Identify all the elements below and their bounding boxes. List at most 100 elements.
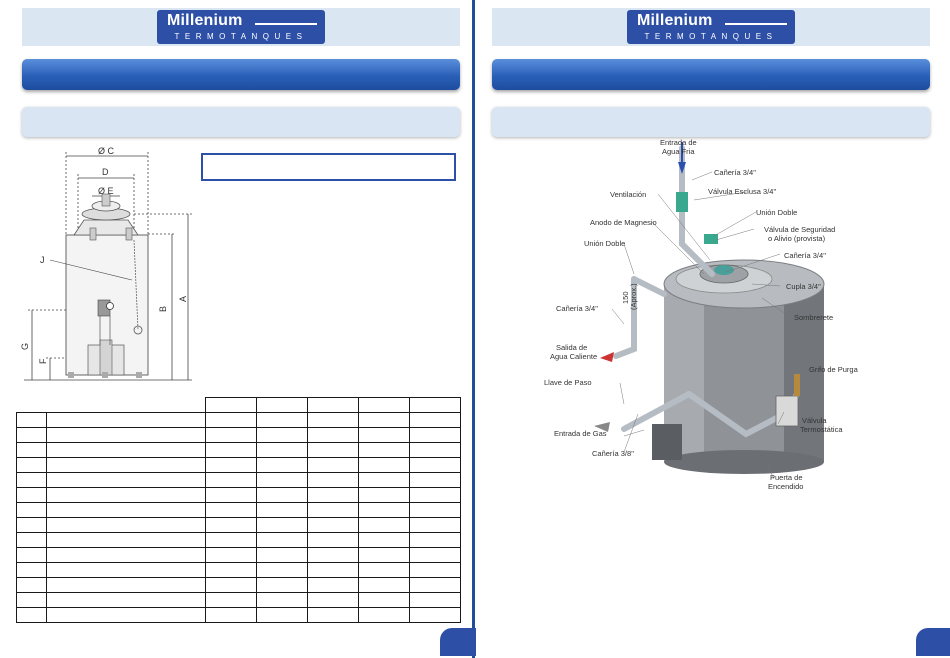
table-cell	[256, 442, 308, 458]
brand-logo: Millenium TERMOTANQUES	[627, 10, 795, 44]
table-cell	[205, 517, 257, 533]
table-cell	[256, 517, 308, 533]
table-cell	[16, 607, 47, 623]
table-cell	[409, 577, 461, 593]
table-blank-cell	[47, 398, 206, 413]
table-cell	[46, 442, 206, 458]
gate-valve	[676, 192, 688, 212]
table-cell	[409, 487, 461, 503]
hot-outlet-marker	[600, 352, 614, 362]
table-cell	[307, 472, 359, 488]
table-cell	[205, 472, 257, 488]
table-cell	[307, 577, 359, 593]
table-cell	[256, 547, 308, 563]
table-cell	[205, 547, 257, 563]
table-cell	[307, 607, 359, 623]
table-cell	[307, 487, 359, 503]
table-row	[16, 442, 461, 458]
table-cell	[16, 502, 47, 518]
label-thermo-valve-1: Válvula	[802, 416, 827, 425]
table-cell	[256, 592, 308, 608]
table-cell	[205, 442, 257, 458]
table-cell	[307, 532, 359, 548]
cold-water-pipe	[679, 145, 715, 277]
label-dim-aprox: (Aprox.)	[629, 283, 638, 310]
label-a: A	[178, 296, 188, 302]
table-cell	[16, 577, 47, 593]
label-drain-valve: Grifo de Purga	[809, 365, 859, 374]
table-cell	[46, 427, 206, 443]
table-cell	[358, 592, 410, 608]
table-cell	[409, 562, 461, 578]
table-cell	[307, 502, 359, 518]
table-cell	[205, 562, 257, 578]
table-header-cell	[358, 397, 410, 413]
table-cell	[205, 487, 257, 503]
label-e: Ø E	[98, 186, 114, 196]
label-b: B	[158, 306, 168, 312]
label-union-right: Unión Doble	[756, 208, 797, 217]
table-cell	[256, 427, 308, 443]
table-row	[16, 607, 461, 623]
label-ventilation: Ventilación	[610, 190, 646, 199]
hot-water-pipe	[613, 276, 637, 359]
table-cell	[46, 487, 206, 503]
label-coupling: Cupla 3/4"	[786, 282, 821, 291]
table-cell	[307, 427, 359, 443]
table-row	[16, 532, 461, 548]
table-cell	[46, 607, 206, 623]
header-band: Millenium TERMOTANQUES	[22, 8, 460, 46]
table-cell	[358, 547, 410, 563]
table-cell	[409, 592, 461, 608]
table-cell	[16, 457, 47, 473]
table-cell	[307, 592, 359, 608]
table-blank-cell	[17, 398, 47, 413]
table-cell	[16, 487, 47, 503]
section-subtitle-bar	[492, 107, 930, 137]
brand-name: Millenium	[637, 12, 713, 29]
table-cell	[358, 457, 410, 473]
section-subtitle-bar	[22, 107, 460, 137]
page-number-tab	[916, 628, 950, 656]
table-cell	[46, 502, 206, 518]
table-cell	[16, 472, 47, 488]
page-spine	[472, 0, 475, 658]
label-hot-outlet-2: Agua Caliente	[550, 352, 597, 361]
table-cell	[256, 502, 308, 518]
table-cell	[16, 442, 47, 458]
table-cell	[358, 427, 410, 443]
table-cell	[256, 607, 308, 623]
dimension-diagram: Ø C D Ø E J B A G F	[20, 146, 192, 381]
table-cell	[358, 562, 410, 578]
logo-line	[255, 23, 317, 25]
label-thermo-valve-2: Termostática	[800, 425, 843, 434]
table-cell	[307, 562, 359, 578]
table-row	[16, 487, 461, 503]
label-shutoff-valve: Llave de Paso	[544, 378, 592, 387]
heater-drawing	[49, 193, 149, 378]
table-cell	[46, 592, 206, 608]
table-cell	[46, 457, 206, 473]
table-cell	[205, 592, 257, 608]
table-cell	[409, 607, 461, 623]
table-cell	[409, 532, 461, 548]
table-cell	[409, 547, 461, 563]
table-row	[16, 577, 461, 593]
table-cell	[256, 487, 308, 503]
brand-logo: Millenium TERMOTANQUES	[157, 10, 325, 44]
table-row	[16, 517, 461, 533]
left-page: Millenium TERMOTANQUES	[0, 0, 476, 658]
table-cell	[205, 532, 257, 548]
table-cell	[205, 427, 257, 443]
table-row	[16, 427, 461, 443]
label-d: D	[102, 167, 109, 177]
table-cell	[16, 412, 47, 428]
label-union-left: Unión Doble	[584, 239, 625, 248]
brand-subtitle: TERMOTANQUES	[174, 32, 308, 41]
label-gas-inlet: Entrada de Gas	[554, 429, 607, 438]
table-row	[16, 472, 461, 488]
label-ignition-door-1: Puerta de	[770, 473, 803, 482]
table-cell	[256, 457, 308, 473]
info-box	[201, 153, 456, 181]
table-header-cell	[409, 397, 461, 413]
